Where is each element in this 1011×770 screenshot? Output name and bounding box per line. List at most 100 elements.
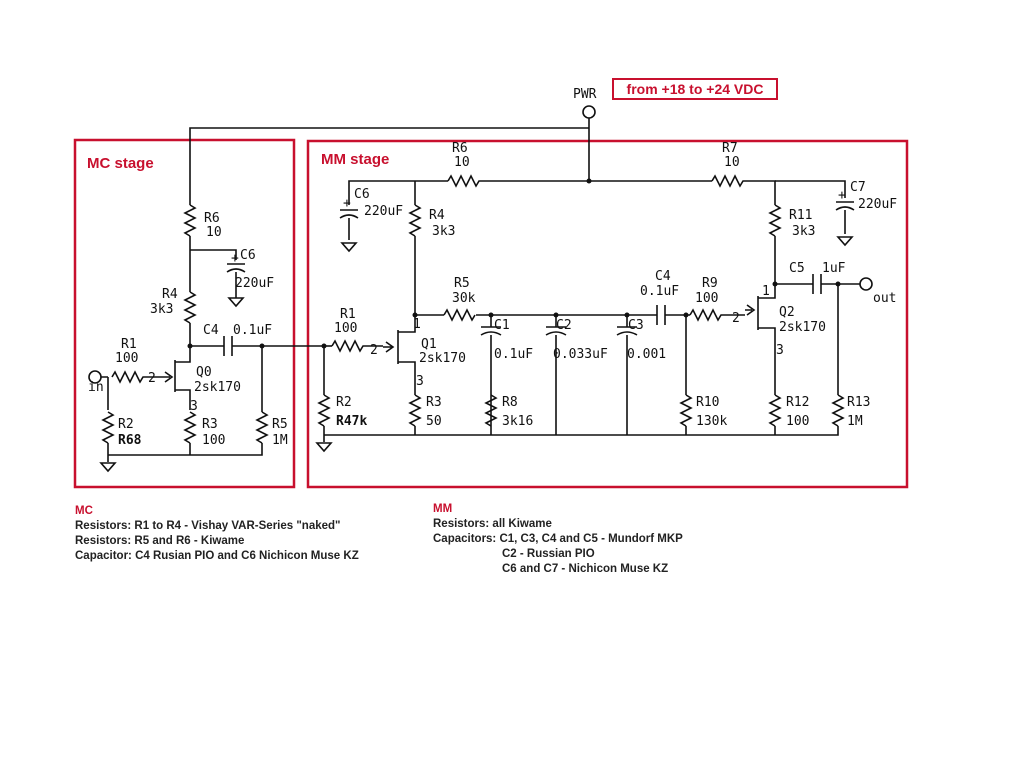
mm-note-line: Resistors: all Kiwame [433,518,552,530]
mm-note-line: C2 - Russian PIO [502,548,595,560]
svg-text:+: + [231,251,239,266]
svg-text:R11: R11 [789,208,812,223]
mm-r10-resistor: R10 130k [679,394,727,429]
svg-text:3k3: 3k3 [792,224,815,239]
svg-text:in: in [88,380,104,395]
svg-text:+: + [343,196,351,211]
mc-stage-box [73,138,296,489]
ground-icon [315,442,333,453]
ground-icon [836,236,854,247]
mm-c1-capacitor: C1 0.1uF [480,315,533,435]
mm-r4-resistor: R4 3k3 [408,204,455,239]
svg-text:0.1uF: 0.1uF [640,284,679,299]
svg-text:3k3: 3k3 [150,302,173,317]
svg-text:100: 100 [334,321,357,336]
svg-text:100: 100 [202,433,225,448]
svg-text:out: out [873,291,896,306]
svg-text:C2: C2 [556,318,572,333]
svg-text:10: 10 [206,225,222,240]
svg-text:3k16: 3k16 [502,414,533,429]
svg-text:50: 50 [426,414,442,429]
mm-r7-resistor: R7 10 [711,141,748,188]
mm-r13-resistor: R13 1M [831,394,870,429]
ground-icon [340,242,358,253]
power-terminal: PWR [573,87,597,119]
mm-notes-heading: MM [433,503,453,515]
mm-r5-resistor: R5 30k [443,276,476,322]
ground-icon [227,297,245,308]
svg-text:C5: C5 [789,261,805,276]
mm-r8-resistor: R8 3k16 [484,394,533,429]
svg-text:10: 10 [454,155,470,170]
svg-text:3: 3 [416,374,424,389]
svg-text:0.033uF: 0.033uF [553,347,608,362]
svg-text:3: 3 [776,343,784,358]
svg-text:R10: R10 [696,395,719,410]
mm-output-terminal: out [859,277,896,306]
svg-text:220uF: 220uF [235,276,274,291]
mm-notes: MM Resistors: all Kiwame Capacitors: C1,… [433,502,683,577]
mc-notes: MC Resistors: R1 to R4 - Vishay VAR-Seri… [75,504,359,564]
svg-text:R3: R3 [202,417,218,432]
mm-c3-capacitor: C3 0.001 [616,315,666,435]
svg-text:2sk170: 2sk170 [779,320,826,335]
mc-c4-capacitor: C4 0.1uF [203,323,272,356]
svg-text:R4: R4 [429,208,445,223]
pwr-label: PWR [573,87,597,102]
svg-text:1M: 1M [272,433,288,448]
svg-text:0.001: 0.001 [627,347,666,362]
svg-text:0.1uF: 0.1uF [233,323,272,338]
svg-text:R8: R8 [502,395,518,410]
mc-r3-resistor: R3 100 [183,411,225,448]
svg-text:1: 1 [413,317,421,332]
svg-text:R5: R5 [454,276,470,291]
svg-text:C4: C4 [203,323,219,338]
svg-text:130k: 130k [696,414,727,429]
svg-text:C6: C6 [354,187,370,202]
svg-text:R1: R1 [340,307,356,322]
svg-text:C4: C4 [655,269,671,284]
mc-notes-heading: MC [75,505,93,517]
svg-text:100: 100 [115,351,138,366]
svg-text:100: 100 [786,414,809,429]
mc-r1-resistor: R1 100 [111,337,162,384]
mm-r11-resistor: R11 3k3 [768,204,815,239]
supply-wire-top [189,118,590,205]
svg-text:2sk170: 2sk170 [194,380,241,395]
mm-r1-resistor: R1 100 2 [331,307,383,358]
svg-text:R9: R9 [702,276,718,291]
mc-note-line: Resistors: R5 and R6 - Kiwame [75,535,245,547]
svg-text:R3: R3 [426,395,442,410]
mm-stage-box [306,139,909,489]
mc-input-terminal: in [88,370,104,395]
svg-text:Q1: Q1 [421,337,437,352]
mc-q0-jfet: Q0 2sk170 3 2 [148,346,241,414]
mm-ground-bus [323,426,839,442]
mm-c6-capacitor: + C6 220uF [339,180,415,253]
svg-text:C3: C3 [628,318,644,333]
svg-text:100: 100 [695,291,718,306]
mm-c7-capacitor: + C7 220uF [775,180,897,247]
mc-r2-resistor: R2 R68 [101,411,142,448]
svg-text:R4: R4 [162,287,178,302]
svg-text:2: 2 [370,343,378,358]
svg-text:C6: C6 [240,248,256,263]
svg-text:3: 3 [190,399,198,414]
svg-text:1: 1 [762,284,770,299]
mm-c5-capacitor: C5 1uF [789,261,846,294]
svg-text:R2: R2 [118,417,134,432]
svg-text:R6: R6 [452,141,468,156]
mm-q2-jfet: Q2 2sk170 1 3 [745,236,826,395]
mc-stage-title: MC stage [87,155,154,172]
svg-text:C1: C1 [494,318,510,333]
svg-text:2: 2 [148,371,156,386]
svg-text:R6: R6 [204,211,220,226]
mm-r3-resistor: R3 50 [408,394,442,429]
svg-text:R13: R13 [847,395,870,410]
svg-text:R2: R2 [336,395,352,410]
svg-text:0.1uF: 0.1uF [494,347,533,362]
mm-r12-resistor: R12 100 [768,394,809,429]
svg-text:Q0: Q0 [196,365,212,380]
svg-text:R5: R5 [272,417,288,432]
